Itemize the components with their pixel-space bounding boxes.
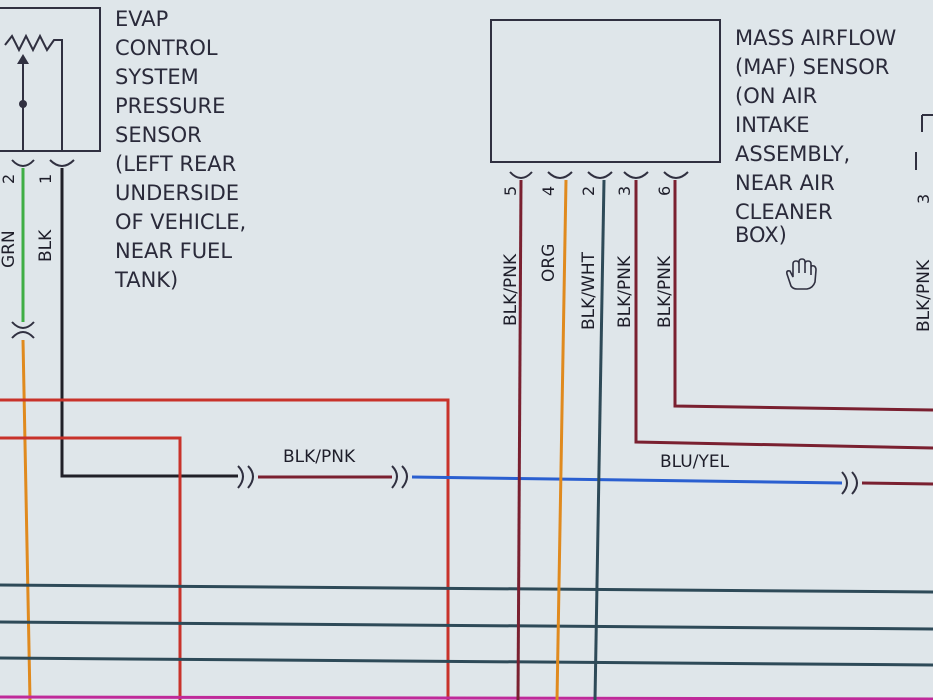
- wire-red-outer: [0, 398, 450, 700]
- inline-connector-grn: [11, 321, 35, 339]
- evap-sensor-arrow: [17, 54, 29, 64]
- maf-wire-label-pin5: BLK/PNK: [501, 253, 521, 326]
- hand-cursor-icon: [786, 258, 817, 290]
- evap-terminal-2: [11, 159, 35, 167]
- maf-sensor-box: [490, 19, 721, 163]
- maf-terminal-2: [587, 171, 613, 179]
- maf-wire-label-pin3: BLK/PNK: [615, 255, 635, 328]
- wire-red-inner: [0, 436, 182, 700]
- right-edge-pin: 3: [914, 194, 933, 204]
- evap-label: EVAP CONTROL SYSTEM PRESSURE SENSOR (LEF…: [114, 7, 253, 292]
- inline-connector-a: [237, 465, 254, 489]
- evap-pin-2: 2: [0, 174, 18, 184]
- wire-bus-magenta: [0, 695, 933, 700]
- maf-pin-2: 2: [579, 186, 598, 196]
- evap-pin-1: 1: [36, 174, 55, 184]
- maf-wire-label-pin4: ORG: [539, 244, 559, 282]
- wire-orange-left: [21, 339, 32, 700]
- wire-bus-1: [0, 583, 933, 594]
- wire-blk-pnk-right: [861, 481, 933, 486]
- splice-label-blk-pnk: BLK/PNK: [283, 447, 356, 467]
- wire-bus-3: [0, 656, 933, 667]
- maf-terminal-6: [663, 171, 689, 179]
- maf-terminal-4: [547, 171, 573, 179]
- maf-pin-3: 3: [615, 186, 634, 196]
- maf-terminal-5: [509, 171, 533, 179]
- maf-wire-label-pin2: BLK/WHT: [579, 251, 599, 330]
- maf-pin-6: 6: [655, 186, 674, 196]
- right-edge-wire-label: BLK/PNK: [914, 259, 933, 332]
- wire-blu-yel: [411, 475, 843, 485]
- maf-wire-label-pin6: BLK/PNK: [655, 255, 675, 328]
- evap-sensor-resistor: [4, 33, 63, 150]
- inline-connector-c: [841, 471, 858, 495]
- evap-sensor-box: [0, 7, 101, 152]
- maf-wire-pin3: [634, 180, 933, 450]
- evap-wire-grn-label: GRN: [0, 230, 19, 268]
- evap-terminal-1: [49, 159, 75, 167]
- evap-sensor-node: [19, 100, 27, 108]
- maf-terminal-3: [623, 171, 649, 179]
- maf-wire-pin5: [516, 179, 523, 700]
- splice-label-blu-yel: BLU/YEL: [660, 452, 730, 472]
- maf-wire-pin2: [593, 179, 606, 700]
- maf-wire-pin4: [555, 179, 568, 700]
- maf-label: MASS AIRFLOW (MAF) SENSOR (ON AIR INTAKE…: [735, 26, 903, 247]
- inline-connector-b: [391, 465, 408, 489]
- maf-wire-pin6: [673, 180, 933, 412]
- evap-wire-blk-label: BLK: [36, 229, 56, 262]
- maf-pin-4: 4: [539, 186, 558, 196]
- wire-bus-2: [0, 620, 933, 631]
- maf-pin-5: 5: [501, 186, 520, 196]
